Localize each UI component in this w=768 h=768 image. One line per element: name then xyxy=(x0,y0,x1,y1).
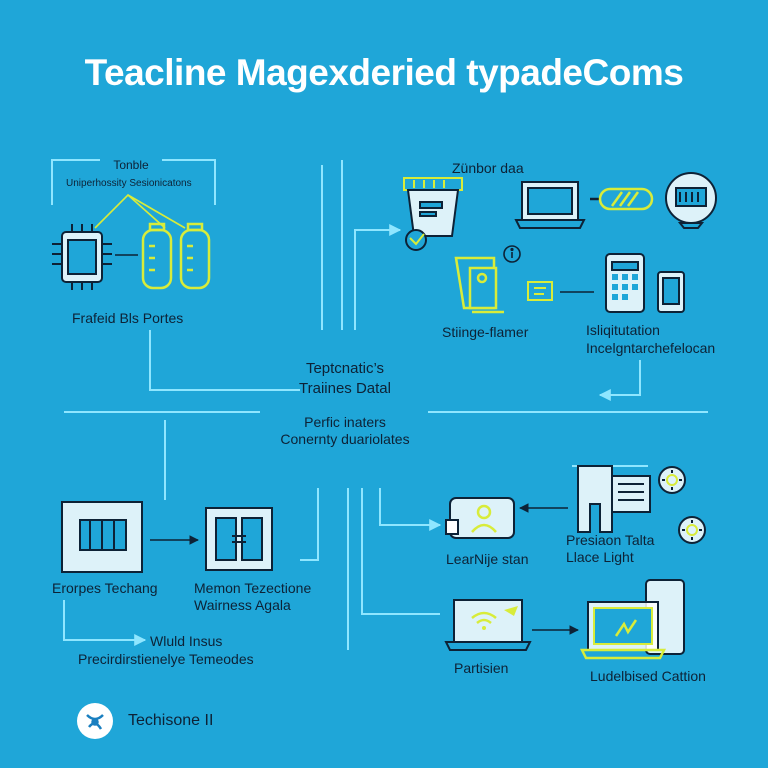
chip-icon xyxy=(52,224,112,290)
label-center-4: Conernty duariolates xyxy=(280,431,410,447)
page-title: Teacline Magexderied typadeComs xyxy=(84,52,684,93)
contact-card-icon xyxy=(527,281,553,301)
window-icon xyxy=(205,507,273,571)
document-icon xyxy=(454,256,504,314)
capsule-icon xyxy=(590,187,654,211)
wifi-laptop-icon xyxy=(444,599,532,651)
label-tr-right-1: Isliqitutation xyxy=(586,322,660,338)
label-tr-left: Stiinge-flamer xyxy=(442,324,529,340)
label-tl-top: Tonble xyxy=(113,158,149,172)
phone-icon xyxy=(657,271,685,313)
label-bl-left: Erorpes Techang xyxy=(52,580,158,596)
label-tl-sub: Uniperhossity Sesionicatons xyxy=(66,178,192,189)
laptop-chart-icon xyxy=(580,579,685,660)
monitor-icon xyxy=(665,172,717,229)
label-bl-mid-2: Wairness Agala xyxy=(194,597,291,613)
building-icon xyxy=(577,465,651,533)
gear-icon xyxy=(678,516,706,544)
tablet-icon xyxy=(605,253,645,313)
footer-brand: Techisone II xyxy=(128,712,214,729)
battery-icon xyxy=(179,222,211,290)
label-br-right-2: Llace Light xyxy=(566,549,634,565)
server-icon xyxy=(61,501,143,573)
label-tr-top: Zünbor daa xyxy=(452,160,524,176)
label-tr-right-2: Incelgntarchefelocan xyxy=(586,340,716,356)
label-br-right-1: Presiaon Talta xyxy=(566,532,655,548)
label-br-bottom-right: Ludelbised Cattion xyxy=(590,668,706,684)
label-tl-bottom: Frafeid Bls Portes xyxy=(72,310,184,326)
label-center-3: Perfic inaters xyxy=(304,414,386,430)
label-bl-bottom-2: Precirdirstienelye Temeodes xyxy=(78,651,254,667)
bucket-icon xyxy=(403,177,463,251)
battery-icon xyxy=(141,222,173,290)
logo-icon xyxy=(77,703,113,739)
label-bl-mid-1: Memon Tezectione xyxy=(194,580,312,596)
label-bl-bottom-1: Wluld Insus xyxy=(150,633,223,649)
label-center-2: Traiines Datal xyxy=(299,380,391,397)
info-icon xyxy=(503,245,521,263)
label-br-bottom-left: Partisien xyxy=(454,660,509,676)
gear-icon xyxy=(658,466,686,494)
laptop-icon xyxy=(514,181,586,229)
label-br-left: LearNije stan xyxy=(446,551,529,567)
label-center-1: Teptcnatic’s xyxy=(305,360,385,377)
contact-card-icon xyxy=(445,497,515,539)
